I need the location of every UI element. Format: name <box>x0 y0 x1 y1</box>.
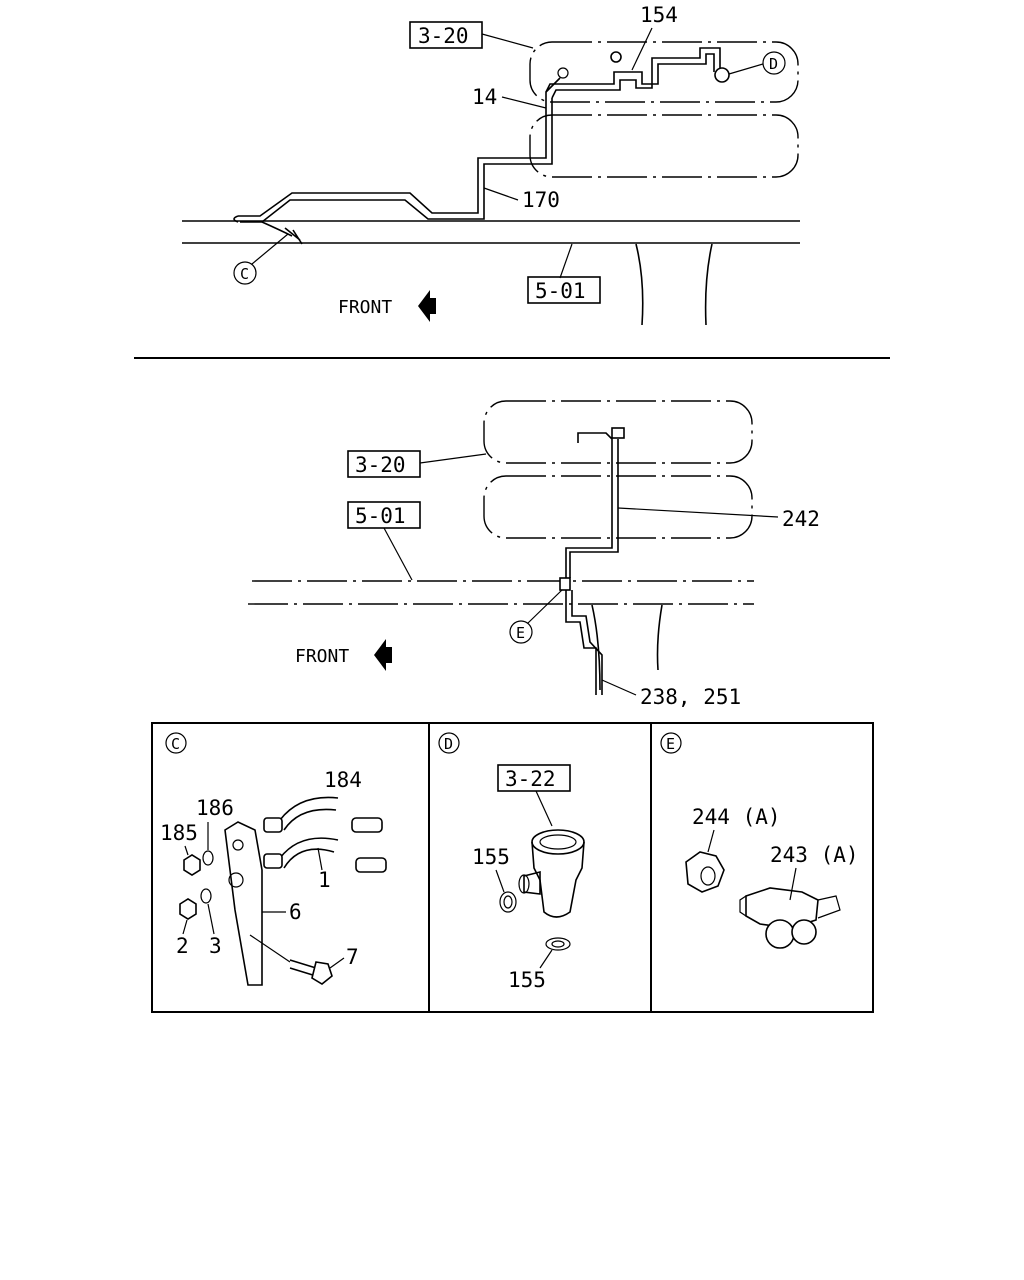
detail-e: E 244 (A) 243 (A) <box>660 732 859 949</box>
fitting-154 <box>610 51 622 63</box>
circle-d-label: D <box>769 55 778 73</box>
front-label-top: FRONT <box>338 297 392 318</box>
detail-c-title: C <box>171 735 180 753</box>
washer-155-bottom <box>545 937 571 951</box>
nut-185 <box>183 854 201 876</box>
ref-3-20-label-b: 3-20 <box>355 453 406 477</box>
cross-member-b <box>591 604 663 691</box>
ref-box-3-20 <box>409 21 483 49</box>
upper-tank-outline <box>529 41 799 103</box>
washer-155-top <box>499 891 517 913</box>
callout-184: 184 <box>324 768 362 792</box>
fitting-upper <box>557 67 569 79</box>
pipe-238-251 <box>565 590 597 695</box>
detail-e-title: E <box>666 735 675 753</box>
bracket <box>224 821 263 986</box>
callout-1: 1 <box>318 868 331 892</box>
ref-box-3-22 <box>497 764 571 792</box>
front-label-bottom: FRONT <box>295 646 349 667</box>
callout-242: 242 <box>782 507 820 531</box>
callout-7: 7 <box>346 945 359 969</box>
callout-154: 154 <box>640 3 678 27</box>
callout-170: 170 <box>522 188 560 212</box>
callout-155-top: 155 <box>472 845 510 869</box>
pipe-242-inner <box>569 439 619 578</box>
nut-2 <box>179 898 197 920</box>
ref-3-20-label: 3-20 <box>418 24 469 48</box>
detail-c: C 184 186 185 1 6 2 3 7 <box>160 732 387 986</box>
detail-d: D 3-22 155 155 <box>438 732 585 992</box>
hose-184 <box>279 796 339 831</box>
fitting-d <box>714 67 730 83</box>
nut-244 <box>685 851 725 893</box>
callout-2: 2 <box>176 934 189 958</box>
ref-5-01-label-b: 5-01 <box>355 504 406 528</box>
pipe-170 <box>238 77 561 217</box>
circle-d <box>762 51 786 75</box>
callout-186: 186 <box>196 796 234 820</box>
callout-238-251: 238, 251 <box>640 685 741 709</box>
detail-d-title: D <box>444 735 453 753</box>
pipe-hook <box>233 215 293 237</box>
front-arrow-icon-b <box>374 639 392 671</box>
ref-3-22-label: 3-22 <box>505 767 556 791</box>
connector-242 <box>611 427 625 439</box>
connector-c <box>284 227 303 245</box>
pipe-242 <box>565 432 613 578</box>
callout-244: 244 (A) <box>692 805 781 829</box>
hose-1 <box>279 837 339 869</box>
pipe-238-251-inner <box>571 590 603 695</box>
pipe-14 <box>551 47 721 99</box>
pipe-14-inner <box>545 53 715 93</box>
callout-3: 3 <box>209 934 222 958</box>
circle-e-label: E <box>516 624 525 642</box>
callout-243: 243 (A) <box>770 843 859 867</box>
circle-c <box>233 261 257 285</box>
ref-box-5-01 <box>527 276 601 304</box>
ref-box-3-20-b <box>347 450 421 478</box>
filter-body <box>531 841 585 918</box>
callout-14: 14 <box>472 85 497 109</box>
connector-e <box>559 577 571 591</box>
top-view: 3-20 5-01 154 14 170 D C FRONT <box>182 3 800 326</box>
cross-member <box>635 243 713 326</box>
callout-155-bottom: 155 <box>508 968 546 992</box>
detail-frame <box>151 722 874 1013</box>
callout-6: 6 <box>289 900 302 924</box>
circle-e <box>509 620 533 644</box>
lower-tank-outline <box>529 114 799 178</box>
tee-243 <box>745 887 819 929</box>
front-arrow-icon <box>418 290 436 322</box>
callout-185: 185 <box>160 821 198 845</box>
pipe-170-inner <box>240 98 553 223</box>
bolt-7 <box>289 959 317 977</box>
bottom-view: 3-20 5-01 242 238, 251 E FRONT <box>248 400 820 709</box>
filter-port <box>523 870 541 895</box>
ref-5-01-label: 5-01 <box>535 279 586 303</box>
ref-box-5-01-b <box>347 501 421 529</box>
circle-c-label: C <box>240 265 249 283</box>
